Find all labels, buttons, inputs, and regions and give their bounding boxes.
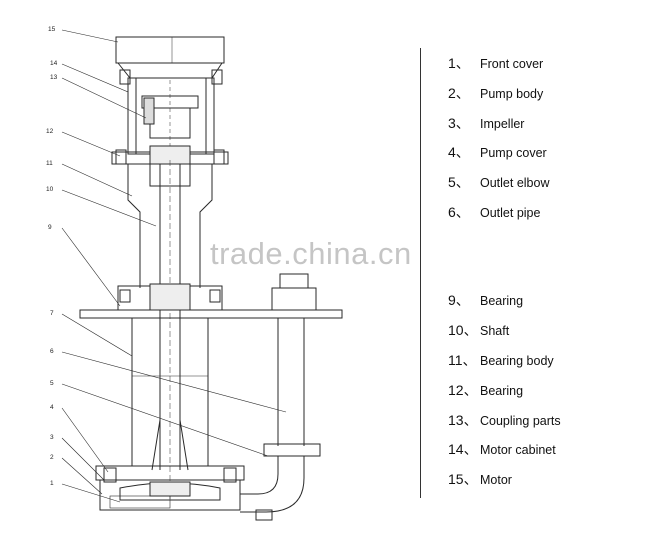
callout-leaders bbox=[61, 29, 287, 503]
support-column bbox=[131, 318, 209, 471]
part-item-bearing-9: 9、 Bearing bbox=[448, 289, 523, 311]
part-number: 5、 bbox=[448, 174, 470, 190]
part-label: Outlet elbow bbox=[480, 176, 550, 190]
callout-15: 15 bbox=[48, 26, 56, 33]
part-label: Motor bbox=[480, 473, 512, 487]
callout-11: 11 bbox=[46, 160, 53, 167]
part-number: 11、 bbox=[448, 352, 477, 368]
callout-5: 5 bbox=[50, 380, 54, 387]
pump-cross-section-diagram: 15 14 13 12 11 10 9 7 6 5 4 3 2 1 bbox=[46, 26, 343, 521]
callout-7: 7 bbox=[50, 310, 54, 317]
watermark-text: trade.china.cn bbox=[210, 236, 412, 271]
watermark-overlay-band bbox=[446, 230, 566, 274]
part-item-impeller: 3、 Impeller bbox=[448, 112, 524, 134]
part-label: Pump body bbox=[480, 87, 544, 101]
callout-6: 6 bbox=[50, 348, 54, 355]
part-label: Motor cabinet bbox=[480, 443, 556, 457]
part-label: Pump cover bbox=[480, 146, 547, 160]
part-number: 10、 bbox=[448, 322, 478, 338]
part-label: Shaft bbox=[480, 324, 510, 338]
part-item-bearing-body: 11、Bearing body bbox=[448, 349, 554, 371]
callout-3: 3 bbox=[50, 434, 54, 441]
mounting-plate bbox=[79, 309, 343, 319]
part-label: Impeller bbox=[480, 117, 525, 131]
part-item-motor-cabinet: 14、Motor cabinet bbox=[448, 438, 556, 460]
part-item-front-cover: 1、 Front cover bbox=[448, 52, 543, 74]
callout-10: 10 bbox=[46, 186, 54, 193]
motor-cabinet bbox=[119, 69, 223, 155]
part-label: Outlet pipe bbox=[480, 206, 541, 220]
part-label: Bearing bbox=[480, 384, 524, 398]
part-item-outlet-elbow: 5、 Outlet elbow bbox=[448, 171, 549, 193]
part-number: 6、 bbox=[448, 204, 470, 220]
callout-numbers: 15 14 13 12 11 10 9 7 6 5 4 3 2 1 bbox=[46, 26, 58, 487]
part-number: 15、 bbox=[448, 471, 478, 487]
part-label: Bearing bbox=[480, 294, 524, 308]
shaft bbox=[159, 160, 181, 500]
part-label: Front cover bbox=[480, 57, 544, 71]
part-number: 9、 bbox=[448, 292, 470, 308]
part-label: Coupling parts bbox=[480, 414, 561, 428]
motor bbox=[115, 36, 225, 79]
part-number: 13、 bbox=[448, 412, 478, 428]
callout-1: 1 bbox=[50, 480, 54, 487]
coupling bbox=[141, 80, 199, 150]
lower-bearing bbox=[117, 283, 223, 311]
part-item-shaft: 10、Shaft bbox=[448, 319, 509, 341]
part-number: 12、 bbox=[448, 382, 478, 398]
part-number: 2、 bbox=[448, 85, 470, 101]
divider-line bbox=[420, 48, 421, 498]
pump-casing bbox=[95, 465, 245, 511]
callout-4: 4 bbox=[50, 404, 54, 411]
callout-14: 14 bbox=[50, 60, 58, 67]
part-item-motor: 15、Motor bbox=[448, 468, 512, 490]
outlet-pipe bbox=[263, 273, 321, 457]
callout-2: 2 bbox=[50, 454, 54, 461]
part-number: 4、 bbox=[448, 144, 470, 160]
part-item-pump-body: 2、 Pump body bbox=[448, 82, 543, 104]
part-number: 3、 bbox=[448, 115, 470, 131]
part-item-pump-cover: 4、 Pump cover bbox=[448, 141, 547, 163]
part-label: Bearing body bbox=[480, 354, 554, 368]
part-number: 1、 bbox=[448, 55, 470, 71]
callout-9: 9 bbox=[48, 224, 52, 231]
part-item-outlet-pipe: 6、 Outlet pipe bbox=[448, 201, 540, 223]
part-number: 14、 bbox=[448, 441, 478, 457]
callout-13: 13 bbox=[50, 74, 58, 81]
callout-12: 12 bbox=[46, 128, 54, 135]
outlet-elbow bbox=[240, 456, 305, 521]
part-item-coupling-parts: 13、Coupling parts bbox=[448, 409, 561, 431]
part-item-bearing-12: 12、Bearing bbox=[448, 379, 523, 401]
